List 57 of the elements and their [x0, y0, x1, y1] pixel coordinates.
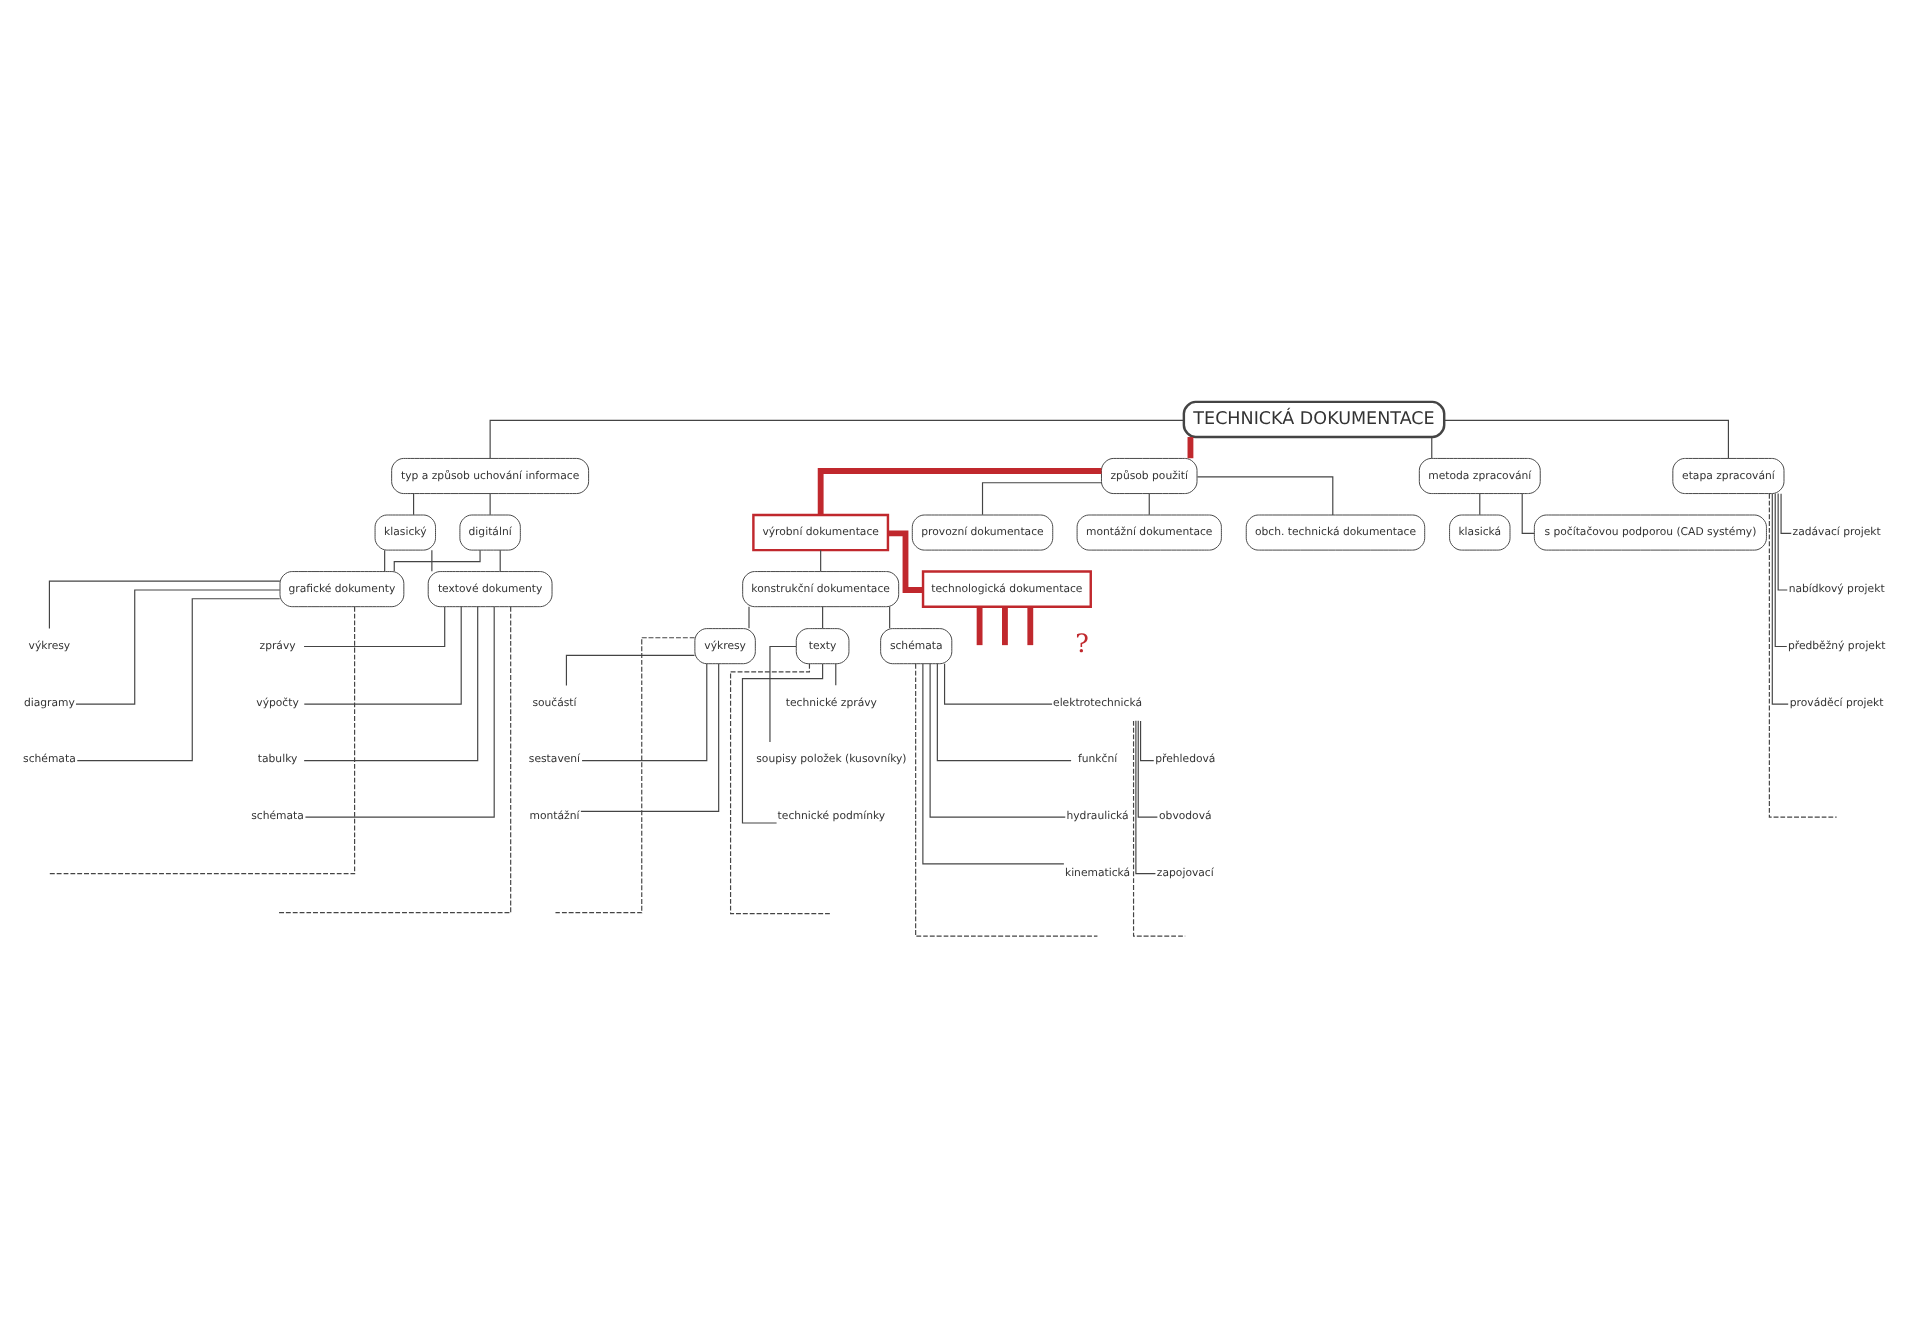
connector	[1431, 436, 1433, 459]
connector	[1140, 720, 1155, 762]
connector	[1027, 606, 1034, 646]
connector	[303, 606, 462, 705]
connector	[741, 663, 824, 824]
connector	[1780, 493, 1792, 534]
connector	[888, 530, 923, 593]
connector	[929, 663, 1066, 818]
connector	[75, 589, 281, 705]
connector	[1777, 492, 1788, 591]
connector	[554, 637, 696, 914]
connector	[384, 549, 386, 572]
connector	[581, 663, 708, 762]
connector	[820, 549, 822, 572]
connector	[730, 663, 832, 915]
connector	[817, 468, 1102, 515]
connector	[936, 663, 1072, 762]
connector	[303, 606, 446, 648]
connector	[1132, 720, 1186, 937]
connector	[278, 606, 512, 914]
connector	[1443, 419, 1729, 459]
connector	[580, 663, 720, 812]
connector	[1002, 606, 1008, 646]
connector	[922, 663, 1065, 865]
connector	[1521, 493, 1535, 534]
connector	[1479, 493, 1481, 516]
connector	[1187, 437, 1194, 459]
node-box: TECHNICKÁ DOKUMENTACE	[1182, 400, 1446, 439]
connector	[303, 606, 479, 762]
connector	[1148, 493, 1150, 516]
connector	[1771, 493, 1789, 705]
connector	[431, 549, 433, 572]
connector	[1137, 720, 1158, 818]
connector	[499, 549, 501, 572]
connector	[489, 493, 491, 516]
connector	[565, 654, 696, 687]
connector	[1196, 476, 1334, 516]
connector	[393, 549, 481, 572]
connector	[489, 419, 1185, 459]
connector	[976, 606, 983, 646]
connector	[1768, 493, 1838, 818]
connector	[76, 598, 281, 762]
connector	[915, 663, 1099, 937]
connector	[944, 663, 1053, 705]
connector	[981, 482, 1103, 516]
connector	[889, 606, 891, 629]
connector	[835, 663, 837, 686]
connector	[304, 606, 495, 818]
connector	[48, 606, 356, 875]
label: ?	[1075, 628, 1089, 659]
connector	[748, 606, 750, 629]
connector	[822, 606, 824, 629]
connector	[1135, 720, 1156, 875]
connector	[1774, 493, 1788, 648]
connector	[48, 580, 281, 629]
connector	[413, 493, 415, 516]
connector	[769, 645, 797, 743]
